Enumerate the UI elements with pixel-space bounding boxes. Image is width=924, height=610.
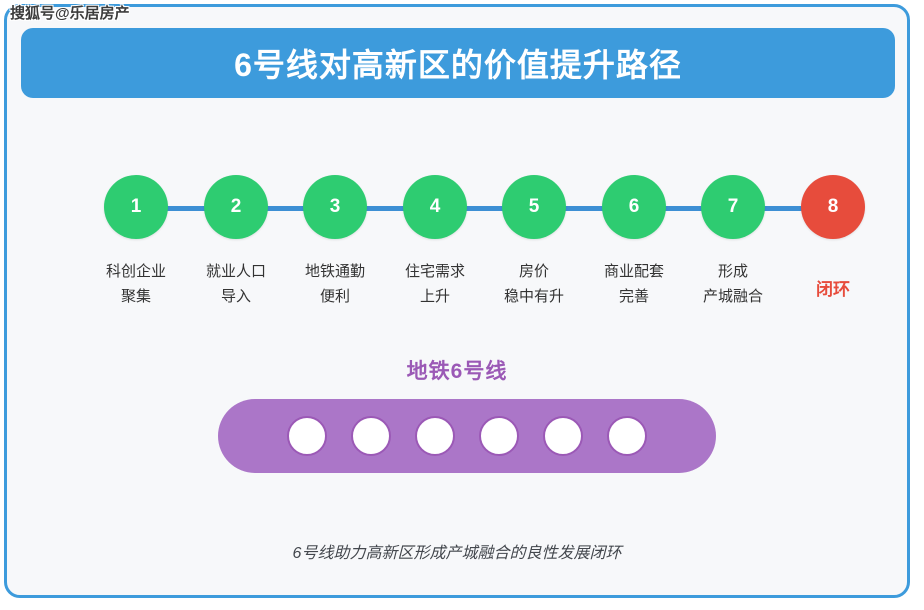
step-label-1: 科创企业 聚集 bbox=[78, 259, 194, 309]
value-chain-labels: 科创企业 聚集 就业人口 导入 地铁通勤 便利 住宅需求 上升 房价 稳中有升 … bbox=[7, 259, 907, 321]
header-banner: 6号线对高新区的价值提升路径 bbox=[21, 28, 895, 98]
chain-node-7[interactable]: 7 bbox=[701, 175, 765, 239]
step-label-1-line1: 科创企业 bbox=[105, 263, 166, 280]
metro-line-caption: 地铁6号线 bbox=[406, 360, 508, 383]
chain-node-6[interactable]: 6 bbox=[602, 175, 666, 239]
step-label-8: 闭环 bbox=[775, 277, 891, 302]
chain-node-1[interactable]: 1 bbox=[104, 175, 168, 239]
chain-node-1-number: 1 bbox=[130, 196, 142, 217]
chain-node-2[interactable]: 2 bbox=[204, 175, 268, 239]
chain-node-2-number: 2 bbox=[230, 196, 242, 217]
metro-station-3[interactable] bbox=[415, 416, 455, 456]
step-label-2: 就业人口 导入 bbox=[178, 259, 294, 309]
step-label-5-line2: 稳中有升 bbox=[503, 288, 564, 305]
step-label-5-line1: 房价 bbox=[518, 263, 549, 280]
step-label-1-line2: 聚集 bbox=[120, 288, 151, 305]
step-label-6-line2: 完善 bbox=[618, 288, 649, 305]
step-label-7-line2: 产城融合 bbox=[702, 288, 763, 305]
chain-node-4-number: 4 bbox=[429, 196, 441, 217]
chain-node-8-number: 8 bbox=[827, 196, 839, 217]
metro-station-6[interactable] bbox=[607, 416, 647, 456]
step-label-6: 商业配套 完善 bbox=[576, 259, 692, 309]
metro-station-1[interactable] bbox=[287, 416, 327, 456]
chain-node-3-number: 3 bbox=[329, 196, 341, 217]
step-label-2-line2: 导入 bbox=[220, 288, 251, 305]
page-title: 6号线对高新区的价值提升路径 bbox=[234, 47, 682, 83]
chain-node-6-number: 6 bbox=[628, 196, 640, 217]
chain-node-4[interactable]: 4 bbox=[403, 175, 467, 239]
watermark: 搜狐号@乐居房产 bbox=[10, 5, 130, 22]
chain-connector-line bbox=[130, 206, 830, 211]
diagram-frame: 6号线对高新区的价值提升路径 1 2 3 4 5 6 7 8 科创企业 聚集 就… bbox=[4, 4, 910, 598]
value-chain-track: 1 2 3 4 5 6 7 8 bbox=[7, 175, 907, 245]
step-label-7-line1: 形成 bbox=[717, 263, 748, 280]
metro-line-bar bbox=[218, 399, 716, 473]
step-label-7: 形成 产城融合 bbox=[675, 259, 791, 309]
step-label-8-line1: 闭环 bbox=[816, 280, 850, 299]
chain-node-8[interactable]: 8 bbox=[801, 175, 865, 239]
step-label-3-line1: 地铁通勤 bbox=[304, 263, 365, 280]
step-label-5: 房价 稳中有升 bbox=[476, 259, 592, 309]
chain-node-3[interactable]: 3 bbox=[303, 175, 367, 239]
step-label-3: 地铁通勤 便利 bbox=[277, 259, 393, 309]
metro-station-5[interactable] bbox=[543, 416, 583, 456]
chain-node-5[interactable]: 5 bbox=[502, 175, 566, 239]
metro-station-4[interactable] bbox=[479, 416, 519, 456]
step-label-4-line2: 上升 bbox=[419, 288, 450, 305]
step-label-3-line2: 便利 bbox=[319, 288, 350, 305]
chain-node-5-number: 5 bbox=[528, 196, 540, 217]
footer-note: 6号线助力高新区形成产城融合的良性发展闭环 bbox=[292, 545, 622, 562]
metro-station-2[interactable] bbox=[351, 416, 391, 456]
step-label-2-line1: 就业人口 bbox=[205, 263, 266, 280]
step-label-4: 住宅需求 上升 bbox=[377, 259, 493, 309]
chain-node-7-number: 7 bbox=[727, 196, 739, 217]
step-label-4-line1: 住宅需求 bbox=[404, 263, 465, 280]
step-label-6-line1: 商业配套 bbox=[603, 263, 664, 280]
